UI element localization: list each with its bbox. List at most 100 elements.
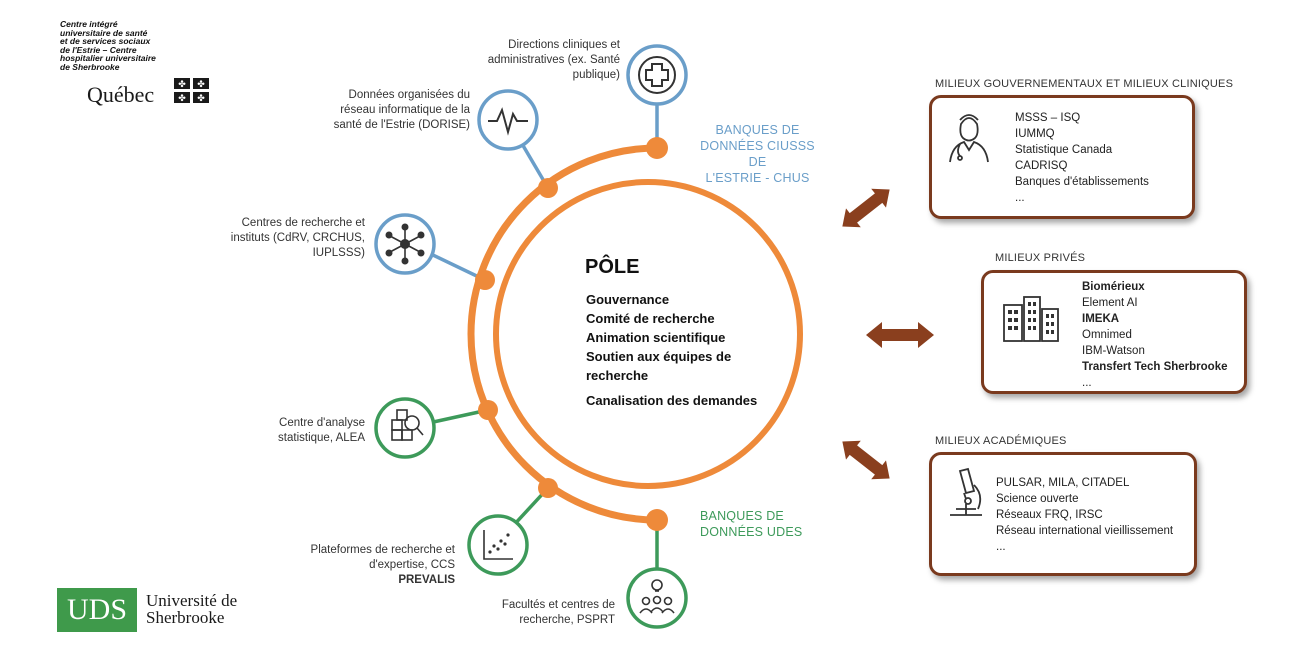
milieux-prives-list: Biomérieux Element AI IMEKA Omnimed IBM-… bbox=[1082, 279, 1228, 391]
label-facultes: Facultés et centres de recherche, PSPRT bbox=[455, 598, 615, 628]
pole-item: Comité de recherche bbox=[586, 311, 715, 326]
ciusss-line: de l'Estrie – Centre bbox=[60, 44, 137, 55]
bank-ciusss-line: BANQUES DE bbox=[715, 123, 800, 137]
milieux-item: Transfert Tech Sherbrooke bbox=[1082, 361, 1228, 373]
milieux-item: ... bbox=[996, 541, 1006, 553]
pole-item: Gouvernance bbox=[586, 292, 670, 307]
label-centres: Centres de recherche et instituts (CdRV,… bbox=[205, 216, 365, 261]
label-line: réseau informatique de la bbox=[340, 104, 470, 116]
label-line: instituts (CdRV, CRCHUS, bbox=[230, 232, 365, 244]
label-line: Directions cliniques et bbox=[508, 39, 620, 51]
pole-title: PÔLE bbox=[585, 256, 640, 278]
microscope-icon bbox=[950, 467, 982, 516]
milieux-item: IMEKA bbox=[1082, 313, 1120, 325]
svg-text:✤: ✤ bbox=[178, 93, 186, 103]
label-plateformes: Plateformes de recherche et d'expertise,… bbox=[280, 543, 455, 588]
bank-udes-label: BANQUES DE DONNÉES UDES bbox=[700, 508, 802, 540]
bank-ciusss-label: BANQUES DE DONNÉES CIUSSS DE L'ESTRIE - … bbox=[690, 122, 825, 186]
milieux-item: Réseau international vieillissement bbox=[996, 525, 1174, 537]
arc-dot bbox=[646, 137, 668, 159]
bank-udes-line: DONNÉES UDES bbox=[700, 525, 803, 539]
svg-text:✤: ✤ bbox=[178, 79, 186, 89]
uds-name-line2: Sherbrooke bbox=[146, 608, 225, 627]
milieux-prives-box: Biomérieux Element AI IMEKA Omnimed IBM-… bbox=[981, 270, 1247, 394]
ciusss-logo: Centre intégré universitaire de santé et… bbox=[60, 20, 220, 71]
label-line: administratives (ex. Santé bbox=[487, 54, 620, 66]
pole-item: Soutien aux équipes de bbox=[586, 349, 732, 364]
milieux-item: Omnimed bbox=[1082, 329, 1132, 341]
heartbeat-icon bbox=[477, 89, 539, 151]
label-line: PREVALIS bbox=[398, 574, 455, 586]
team-idea-icon bbox=[626, 567, 688, 629]
label-line: statistique, ALEA bbox=[278, 432, 365, 444]
uds-logo-mark: UDS bbox=[57, 588, 137, 632]
pole-item: Animation scientifique bbox=[586, 330, 726, 345]
doctor-icon bbox=[949, 114, 989, 163]
double-arrow-gouv-icon bbox=[842, 188, 890, 228]
arc-dot bbox=[475, 270, 495, 290]
ciusss-line: hospitalier universitaire bbox=[60, 53, 156, 63]
milieux-item: Statistique Canada bbox=[1015, 144, 1113, 156]
milieux-item: IUMMQ bbox=[1015, 128, 1055, 140]
label-line: IUPLSSS) bbox=[312, 247, 365, 259]
label-dorise: Données organisées du réseau informatiqu… bbox=[300, 88, 470, 133]
pole-circle bbox=[493, 179, 803, 489]
bank-udes-line: BANQUES DE bbox=[700, 509, 784, 523]
milieux-item: Banques d'établissements bbox=[1015, 176, 1149, 188]
milieux-acad-list: PULSAR, MILA, CITADEL Science ouverte Ré… bbox=[996, 475, 1173, 555]
double-arrow-prives-icon bbox=[866, 322, 934, 348]
pole-item: recherche bbox=[586, 368, 649, 383]
milieux-item: Réseaux FRQ, IRSC bbox=[996, 509, 1103, 521]
milieux-prives-title: MILIEUX PRIVÉS bbox=[995, 252, 1086, 264]
label-line: santé de l'Estrie (DORISE) bbox=[333, 119, 470, 131]
svg-text:✤: ✤ bbox=[197, 79, 205, 89]
hospital-cross-icon bbox=[626, 44, 688, 106]
milieux-acad-box: PULSAR, MILA, CITADEL Science ouverte Ré… bbox=[929, 452, 1197, 576]
milieux-item: IBM-Watson bbox=[1082, 345, 1145, 357]
double-arrow-acad-icon bbox=[842, 440, 890, 480]
network-icon bbox=[374, 213, 436, 275]
arc-dot bbox=[478, 400, 498, 420]
label-line: Plateformes de recherche et bbox=[310, 544, 455, 556]
milieux-item: Science ouverte bbox=[996, 493, 1079, 505]
milieux-item: Biomérieux bbox=[1082, 281, 1145, 293]
label-alea: Centre d'analyse statistique, ALEA bbox=[240, 416, 365, 446]
milieux-gouv-title: MILIEUX GOUVERNEMENTAUX ET MILIEUX CLINI… bbox=[935, 78, 1234, 90]
milieux-item: PULSAR, MILA, CITADEL bbox=[996, 477, 1130, 489]
quebec-flag-icon: ✤ ✤ ✤ ✤ bbox=[174, 78, 209, 103]
pole-item: Canalisation des demandes bbox=[586, 393, 758, 408]
ciusss-line: de Sherbrooke bbox=[60, 61, 120, 72]
arc-dots bbox=[475, 137, 668, 531]
pole-items: Gouvernance Comité de recherche Animatio… bbox=[586, 290, 786, 410]
svg-text:✤: ✤ bbox=[197, 93, 205, 103]
milieux-item: ... bbox=[1015, 192, 1025, 204]
milieux-item: ... bbox=[1082, 377, 1092, 389]
label-directions: Directions cliniques et administratives … bbox=[460, 38, 620, 83]
ciusss-line: Centre intégré bbox=[60, 19, 118, 29]
uds-name-line1: Université de bbox=[146, 591, 238, 610]
milieux-gouv-list: MSSS – ISQ IUMMQ Statistique Canada CADR… bbox=[1015, 110, 1149, 206]
uds-name: Université de Sherbrooke bbox=[146, 592, 237, 626]
ciusss-line: universitaire de santé bbox=[60, 27, 148, 38]
arc-dot bbox=[538, 478, 558, 498]
scatter-plot-icon bbox=[467, 514, 529, 576]
label-line: d'expertise, CCS bbox=[369, 559, 455, 571]
milieux-acad-title: MILIEUX ACADÉMIQUES bbox=[935, 435, 1067, 447]
label-line: Centre d'analyse bbox=[279, 417, 365, 429]
label-line: Facultés et centres de bbox=[501, 599, 615, 611]
buildings-icon bbox=[1003, 296, 1059, 342]
label-line: publique) bbox=[572, 69, 620, 81]
label-line: Données organisées du bbox=[348, 89, 470, 101]
label-line: recherche, PSPRT bbox=[519, 614, 615, 626]
bank-ciusss-line: L'ESTRIE - CHUS bbox=[705, 171, 810, 185]
arc-dot bbox=[538, 178, 558, 198]
milieux-item: MSSS – ISQ bbox=[1015, 112, 1081, 124]
arc-dot bbox=[646, 509, 668, 531]
milieux-item: Element AI bbox=[1082, 297, 1138, 309]
milieux-gouv-box: MSSS – ISQ IUMMQ Statistique Canada CADR… bbox=[929, 95, 1195, 219]
bank-ciusss-line: DONNÉES CIUSSS DE bbox=[700, 139, 815, 169]
ciusss-line: et de services sociaux bbox=[60, 36, 151, 46]
outer-orange-arc bbox=[467, 144, 658, 524]
analysis-boxes-icon bbox=[374, 397, 436, 459]
